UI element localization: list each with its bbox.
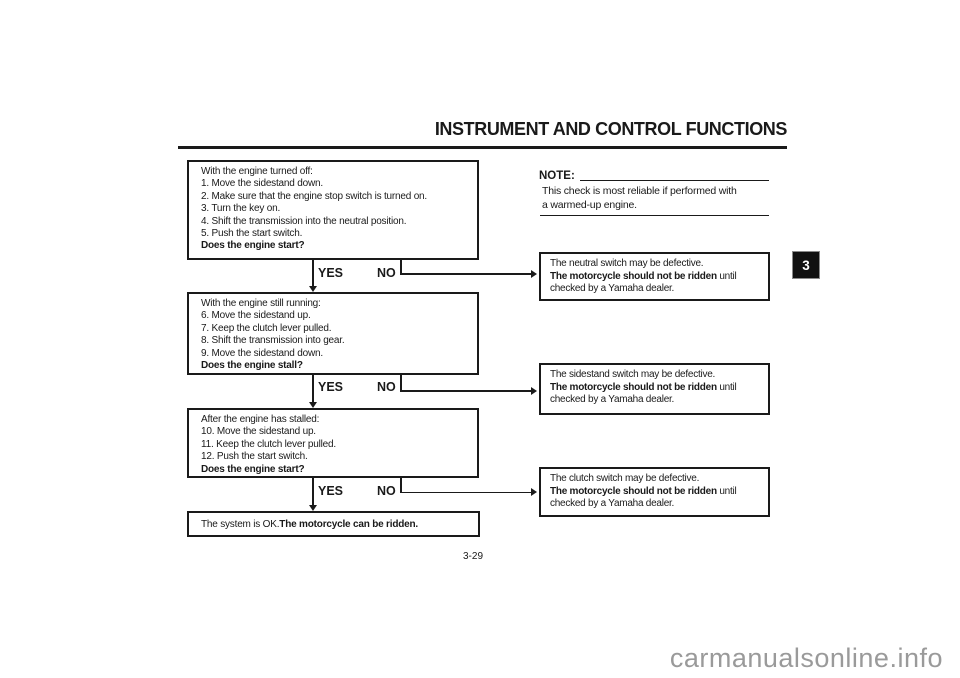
arrow-down-icon [309, 505, 317, 511]
question-label: Does the engine start? [201, 463, 305, 475]
step-line: 9. Move the sidestand down. [201, 347, 323, 359]
result-box-sidestand-switch: The sidestand switch may be defective. T… [539, 363, 770, 415]
result-box-neutral-switch: The neutral switch may be defective. The… [539, 252, 770, 301]
step-line: 2. Make sure that the engine stop switch… [201, 190, 428, 202]
chapter-tab: 3 [792, 251, 820, 279]
step-line: 7. Keep the clutch lever pulled. [201, 322, 332, 334]
no-label-2: NO [377, 380, 396, 394]
flowchart-step-box-2: With the engine still running: 6. Move t… [187, 292, 479, 375]
note-text: This check is most reliable if performed… [542, 185, 737, 212]
question-label: Does the engine stall? [201, 360, 303, 372]
header-double-rule [178, 146, 787, 149]
yes-label-3: YES [318, 484, 344, 498]
step-line: 4. Shift the transmission into the neutr… [201, 215, 407, 227]
ok-text-bold: The motorcycle can be ridden. [279, 518, 418, 530]
flowchart-ok-box: The system is OK. The motorcycle can be … [187, 511, 480, 537]
arrow-right-icon [531, 270, 537, 278]
step-line: With the engine still running: [201, 298, 321, 309]
connector-line-yes-3 [312, 478, 314, 506]
connector-line-no-2 [400, 375, 402, 392]
step-line: After the engine has stalled: [201, 414, 320, 425]
arrow-down-icon [309, 402, 317, 408]
page-title: INSTRUMENT AND CONTROL FUNCTIONS [434, 119, 788, 139]
no-label-1: NO [377, 266, 396, 280]
step-line: 1. Move the sidestand down. [201, 178, 323, 190]
step-line: 5. Push the start switch. [201, 228, 303, 240]
arrow-right-icon [531, 387, 537, 395]
result-box-clutch-switch: The clutch switch may be defective. The … [539, 467, 770, 517]
ok-text: The system is OK. [201, 518, 280, 530]
note-rule-top [580, 180, 769, 182]
step-line: 6. Move the sidestand up. [201, 310, 311, 322]
connector-line-no-3 [400, 478, 402, 493]
arrow-right-icon [531, 488, 537, 496]
step-line: 11. Keep the clutch lever pulled. [201, 438, 336, 450]
question-label: Does the engine start? [201, 240, 305, 252]
step-line: 3. Turn the key on. [201, 203, 281, 215]
watermark: carmanualsonline.info [669, 643, 943, 673]
connector-line-no-1 [400, 273, 531, 275]
yes-label-1: YES [318, 266, 344, 280]
connector-line-no-2 [400, 390, 531, 392]
note-label: NOTE: [539, 170, 575, 182]
page-number: 3-29 [462, 551, 483, 562]
connector-line-no-1 [400, 260, 402, 274]
connector-line-yes-1 [312, 260, 314, 287]
flowchart-step-box-1: With the engine turned off: 1. Move the … [187, 160, 479, 260]
note-rule-bottom [540, 215, 769, 216]
connector-line-yes-2 [312, 375, 314, 403]
step-line: 10. Move the sidestand up. [201, 426, 316, 438]
arrow-down-icon [309, 286, 317, 292]
yes-label-2: YES [318, 380, 344, 394]
flowchart-step-box-3: After the engine has stalled: 10. Move t… [187, 408, 479, 478]
no-label-3: NO [377, 484, 396, 498]
connector-line-no-3 [400, 491, 531, 493]
step-line: With the engine turned off: [201, 166, 313, 177]
step-line: 8. Shift the transmission into gear. [201, 335, 345, 347]
step-line: 12. Push the start switch. [201, 451, 308, 463]
